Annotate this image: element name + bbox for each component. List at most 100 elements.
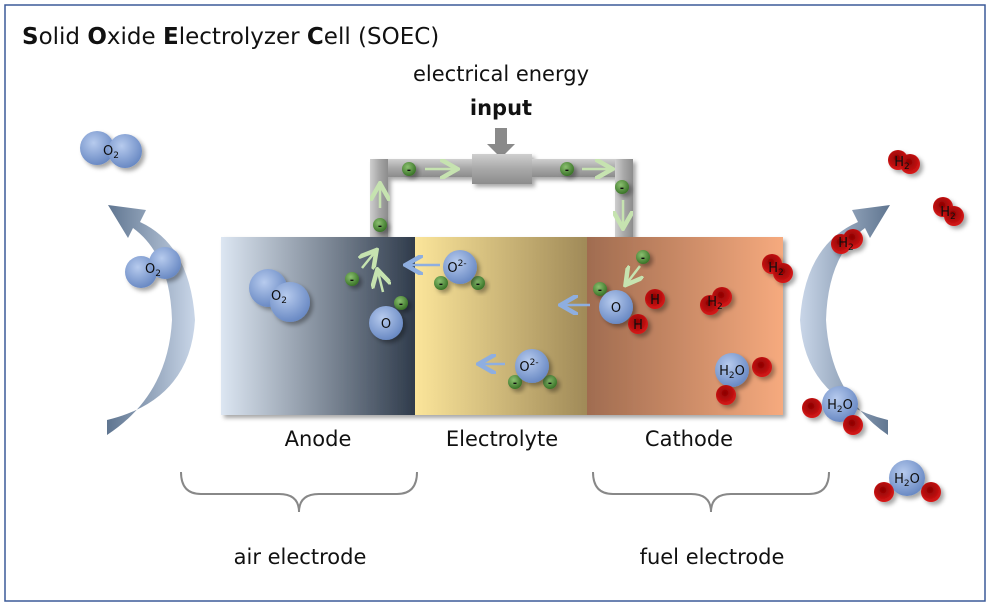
electron-sign: - xyxy=(378,221,382,232)
formula-sub: 2 xyxy=(848,243,854,253)
dissociating-water: O H H xyxy=(599,289,665,334)
h2-molecule: H2 xyxy=(831,229,863,254)
electron: - xyxy=(508,375,522,389)
ion-flow-arrows xyxy=(408,265,590,364)
svg-text:H2: H2 xyxy=(838,236,854,253)
h2-molecule: H2 xyxy=(933,197,964,226)
formula: H xyxy=(768,261,778,276)
h2-molecule: H2 xyxy=(700,287,732,315)
formula-sub: 2 xyxy=(717,302,723,312)
svg-text:O2: O2 xyxy=(103,144,119,161)
electron-sign: - xyxy=(620,183,624,194)
formula-tail: O xyxy=(843,398,853,413)
electrons: - - - - - - - - - - - - xyxy=(345,162,650,389)
svg-text:H2: H2 xyxy=(707,295,723,312)
anode-label: Anode xyxy=(285,427,352,451)
title-part: xide xyxy=(107,24,163,50)
electron: - xyxy=(593,282,607,296)
formula-tail: O xyxy=(735,364,745,379)
formula: H xyxy=(633,318,643,333)
title-part: E xyxy=(163,24,179,50)
h2o-molecule: H2O xyxy=(802,386,863,435)
formula: O xyxy=(611,301,621,316)
formula-sub: 2 xyxy=(950,212,956,222)
h2o-molecule: H2O xyxy=(715,353,772,405)
formula: O xyxy=(103,144,113,159)
formula-sub: 2 xyxy=(729,371,735,381)
cell xyxy=(221,237,783,415)
h2-molecule: H2 xyxy=(888,150,920,174)
electron-sign: - xyxy=(548,378,552,389)
o2-molecule: O2 xyxy=(249,269,310,322)
svg-text:H2O: H2O xyxy=(894,472,920,489)
electron: - xyxy=(560,162,574,176)
h2-molecule: H2 xyxy=(762,254,793,283)
electron: - xyxy=(543,375,557,389)
title-part: C xyxy=(307,24,324,50)
power-label: electrical energy xyxy=(413,62,589,86)
o2-molecule: O2 xyxy=(125,247,181,288)
formula-sub: 2 xyxy=(904,162,910,172)
formula: H xyxy=(827,398,837,413)
cathode-layer xyxy=(587,237,783,415)
formula: H xyxy=(838,236,848,251)
formula: H xyxy=(650,293,660,308)
formula: H xyxy=(894,472,904,487)
electron-sign: - xyxy=(407,165,411,176)
air-electrode-label: air electrode xyxy=(234,545,367,569)
formula-sub: 2 xyxy=(837,405,843,415)
cathode-label: Cathode xyxy=(645,427,733,451)
title-part: ell (SOEC) xyxy=(324,24,439,50)
input-arrow-icon xyxy=(487,128,515,158)
fuel-cycle-arrow-icon xyxy=(800,205,890,435)
electron: - xyxy=(471,276,485,290)
svg-text:O2-: O2- xyxy=(447,259,466,276)
electron: - xyxy=(615,180,629,194)
svg-text:H2: H2 xyxy=(768,261,784,278)
electron-sign: - xyxy=(641,253,645,264)
svg-text:H2O: H2O xyxy=(827,398,853,415)
formula: H xyxy=(894,155,904,170)
electron-sign: - xyxy=(439,279,443,290)
fuel-electrode-label: fuel electrode xyxy=(640,545,785,569)
electron-sign: - xyxy=(513,378,517,389)
electrolyte-layer xyxy=(415,237,587,415)
electron: - xyxy=(394,296,408,310)
formula-sub: 2 xyxy=(281,296,287,306)
electron-sign: - xyxy=(565,165,569,176)
title-part: S xyxy=(22,24,39,50)
formula: O xyxy=(519,360,529,375)
formula-tail: O xyxy=(910,472,920,487)
electron: - xyxy=(434,276,448,290)
electron-sign: - xyxy=(399,299,403,310)
svg-text:H2: H2 xyxy=(894,155,910,172)
electron-flow-arrows xyxy=(362,169,640,293)
svg-text:H2O: H2O xyxy=(719,364,745,381)
title-part: lectrolyzer xyxy=(179,24,307,50)
formula: O xyxy=(447,261,457,276)
electron-sign: - xyxy=(476,279,480,290)
title-part: O xyxy=(87,24,107,50)
electrolyte-label: Electrolyte xyxy=(446,427,558,451)
svg-text:O2-: O2- xyxy=(519,358,538,375)
electron: - xyxy=(373,218,387,232)
electron-sign: - xyxy=(350,275,354,286)
oxide-ion: O2- xyxy=(515,349,549,383)
title-part: olid xyxy=(39,24,88,50)
formula: O xyxy=(381,317,391,332)
formula-sup: 2- xyxy=(458,259,467,269)
electron: - xyxy=(402,162,416,176)
formula-sub: 2 xyxy=(155,269,161,279)
formula-sub: 2 xyxy=(113,151,119,161)
svg-text:H2: H2 xyxy=(940,205,956,222)
electron: - xyxy=(636,250,650,264)
power-input-label: input xyxy=(470,96,532,120)
o2-molecule: O2 xyxy=(80,131,142,168)
h2o-molecule: H2O xyxy=(874,460,941,502)
formula: H xyxy=(940,205,950,220)
svg-text:O2: O2 xyxy=(271,289,287,306)
diagram-title: Solid Oxide Electrolyzer Cell (SOEC) xyxy=(22,24,439,50)
oxide-ion: O2- xyxy=(443,250,477,284)
air-electrode-brace xyxy=(180,471,418,513)
